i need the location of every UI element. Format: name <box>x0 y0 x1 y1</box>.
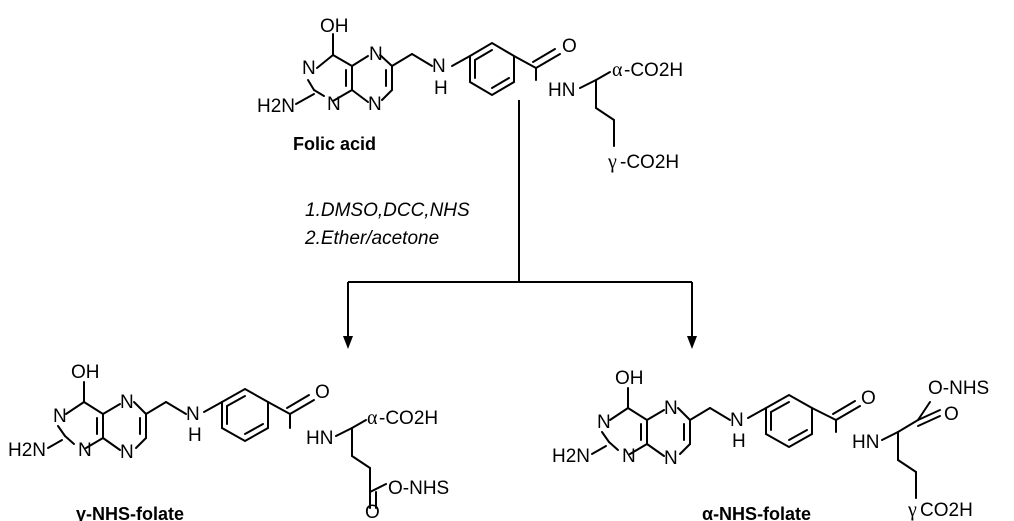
folic-acid-structure: OH N N N N H2N N H HN O α -CO2H γ -CO2H … <box>257 16 683 173</box>
gamma-ester-o: O <box>365 502 380 521</box>
condition-step-1: 1.DMSO,DCC,NHS <box>305 200 470 221</box>
gamma-nh-h: H <box>188 425 202 446</box>
folic-oh: OH <box>320 16 349 37</box>
alpha-oh: OH <box>615 368 644 389</box>
gamma-alpha-group: -CO2H <box>379 408 438 429</box>
gamma-nhs-folate-structure: OH N N N N H2N N H HN O α -CO2H O O-NHS … <box>8 362 449 521</box>
folic-n-ring-bottom: N <box>327 94 341 115</box>
folic-hn: HN <box>548 80 575 101</box>
alpha-gamma: γ <box>907 499 917 521</box>
folic-n-ring-left: N <box>302 58 316 79</box>
reaction-arrows <box>343 100 697 349</box>
alpha-ester-group: O-NHS <box>928 378 989 399</box>
folic-n-pz-top: N <box>369 44 383 65</box>
folic-gamma: γ <box>607 151 617 173</box>
alpha-n-pz-bottom: N <box>664 448 678 469</box>
condition-step-2: 2.Ether/acetone <box>304 228 439 249</box>
alpha-nhs-folate-structure: OH N N N N H2N N H HN O O O-NHS γ CO2H α… <box>552 368 989 521</box>
alpha-o-amide: O <box>861 388 876 409</box>
folic-nh-n: N <box>432 56 446 77</box>
alpha-nhs-folate-label: α-NHS-folate <box>702 504 811 521</box>
folic-o-amide: O <box>562 36 577 57</box>
alpha-n-pz-top: N <box>664 398 678 419</box>
gamma-ester-group: O-NHS <box>388 478 449 499</box>
alpha-nh-h: H <box>732 431 746 452</box>
alpha-hn: HN <box>852 432 879 453</box>
gamma-n-ring-bottom: N <box>78 440 92 461</box>
folic-alpha-group: -CO2H <box>624 60 683 81</box>
gamma-n-pz-bottom: N <box>120 442 134 463</box>
alpha-h2n: H2N <box>552 446 590 467</box>
folic-n-pz-bottom: N <box>368 94 382 115</box>
gamma-h2n: H2N <box>8 440 46 461</box>
alpha-gamma-group: CO2H <box>920 500 973 521</box>
folic-h2n: H2N <box>257 96 295 117</box>
gamma-nh-n: N <box>186 404 200 425</box>
gamma-oh: OH <box>71 362 100 383</box>
folic-alpha: α <box>612 59 623 81</box>
gamma-n-ring-left: N <box>53 406 67 427</box>
folic-gamma-group: -CO2H <box>620 152 679 173</box>
gamma-hn: HN <box>306 428 333 449</box>
alpha-n-ring-bottom: N <box>622 446 636 467</box>
alpha-n-ring-left: N <box>597 412 611 433</box>
gamma-nhs-folate-label: γ-NHS-folate <box>76 504 184 521</box>
gamma-o-amide: O <box>315 382 330 403</box>
alpha-ester-o: O <box>944 404 959 425</box>
gamma-n-pz-top: N <box>120 392 134 413</box>
gamma-alpha: α <box>367 407 378 429</box>
folic-acid-label: Folic acid <box>293 134 376 154</box>
alpha-nh-n: N <box>730 410 744 431</box>
folic-nh-h: H <box>434 78 448 99</box>
